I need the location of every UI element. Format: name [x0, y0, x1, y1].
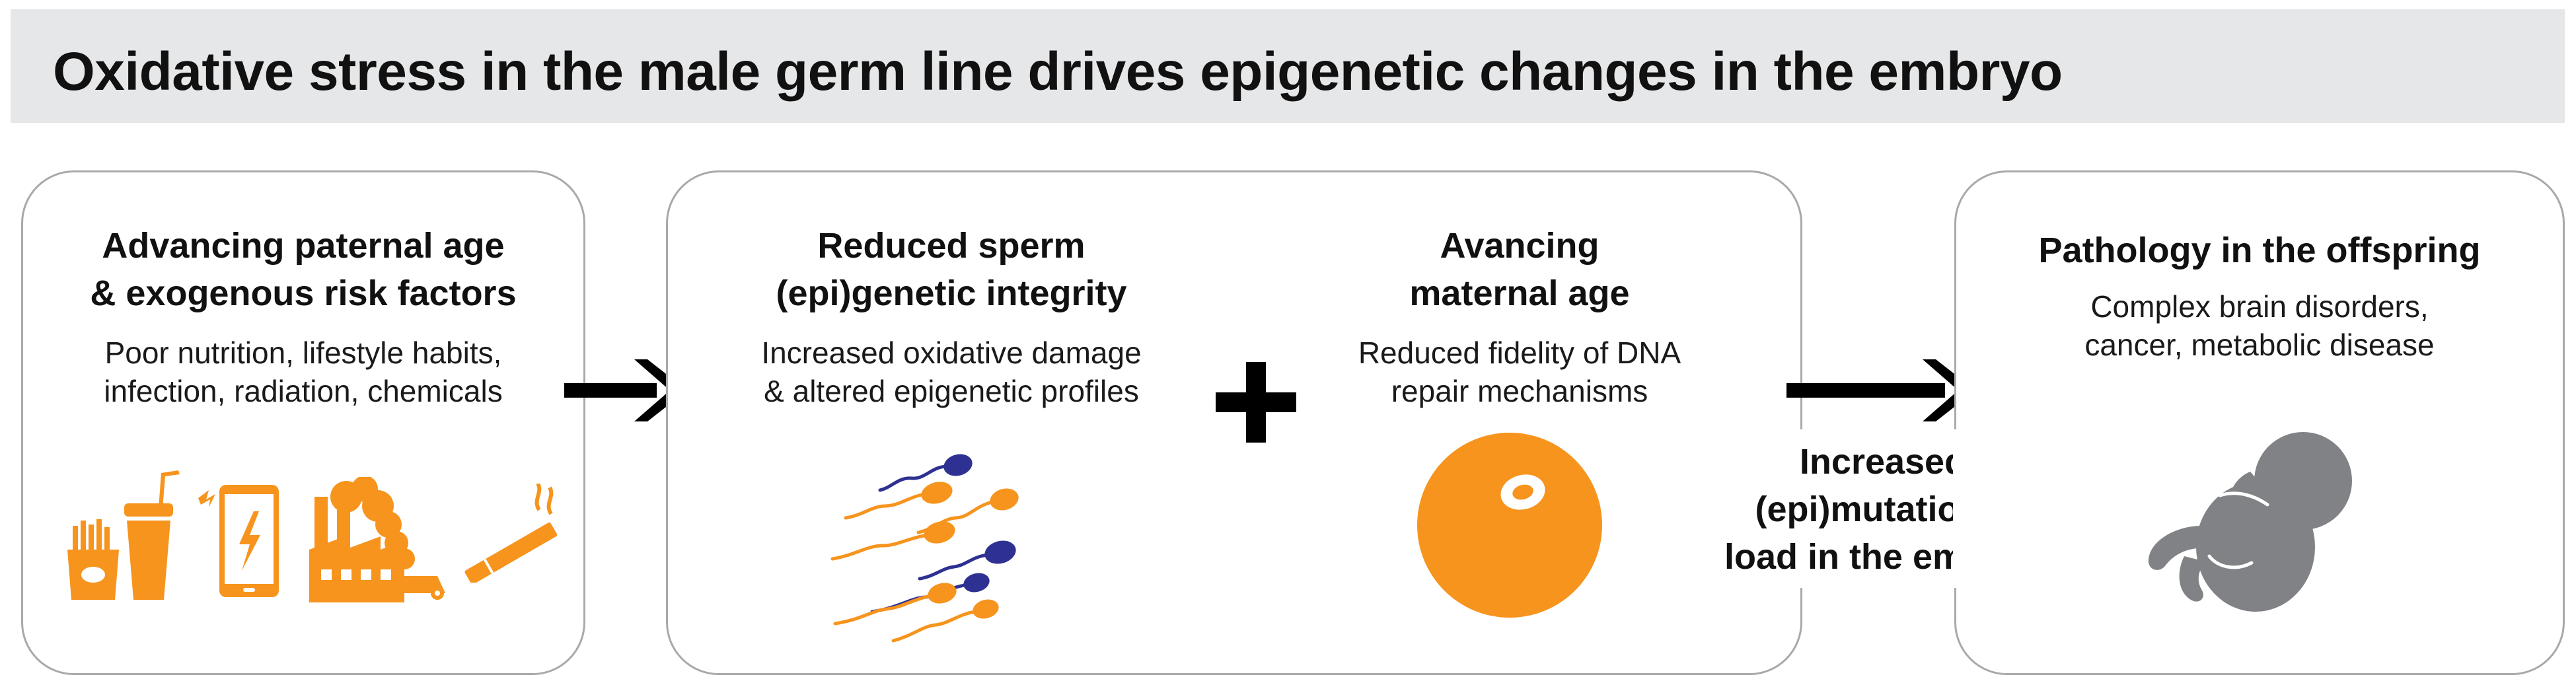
sperm-heading-line1: Reduced sperm [817, 226, 1086, 266]
fast-food-icon [67, 470, 180, 600]
risk-heading-line1: Advancing paternal age [102, 226, 505, 266]
risk-heading-line2: & exogenous risk factors [90, 273, 517, 313]
risk-body-line1: Poor nutrition, lifestyle habits, [104, 336, 502, 370]
arrow-right-icon-2 [1786, 359, 1975, 421]
offspring-heading: Pathology in the offspring [2038, 231, 2481, 270]
factory-pollution-icon [309, 477, 445, 602]
arrow-label-box-mask [1953, 429, 1979, 588]
maternal-heading-line1: Avancing [1440, 226, 1600, 266]
title-banner: Oxidative stress in the male germ line d… [11, 9, 2565, 123]
maternal-body-line2: repair mechanisms [1391, 374, 1648, 408]
sperm-body-line1: Increased oxidative damage [761, 336, 1142, 370]
risk-body-line2: infection, radiation, chemicals [104, 374, 503, 408]
offspring-body-line1: Complex brain disorders, [2090, 289, 2429, 324]
gamete-integrity-panel [666, 170, 1802, 675]
fetus-icon [2148, 432, 2352, 612]
arrow-label-line1: Increased [1799, 442, 1967, 482]
sperm-cells-icon [830, 454, 1019, 643]
sperm-heading-line2: (epi)genetic integrity [776, 273, 1127, 313]
plus-icon [1216, 362, 1296, 443]
mobile-phone-icon [198, 485, 279, 597]
oocyte-icon [1417, 433, 1602, 618]
diagram-title: Oxidative stress in the male germ line d… [53, 42, 2063, 102]
offspring-body-line2: cancer, metabolic disease [2084, 328, 2435, 362]
maternal-body-line1: Reduced fidelity of DNA [1358, 336, 1681, 370]
sperm-body-line2: & altered epigenetic profiles [764, 374, 1139, 408]
maternal-heading-line2: maternal age [1409, 273, 1630, 313]
cigarette-icon [464, 484, 558, 583]
